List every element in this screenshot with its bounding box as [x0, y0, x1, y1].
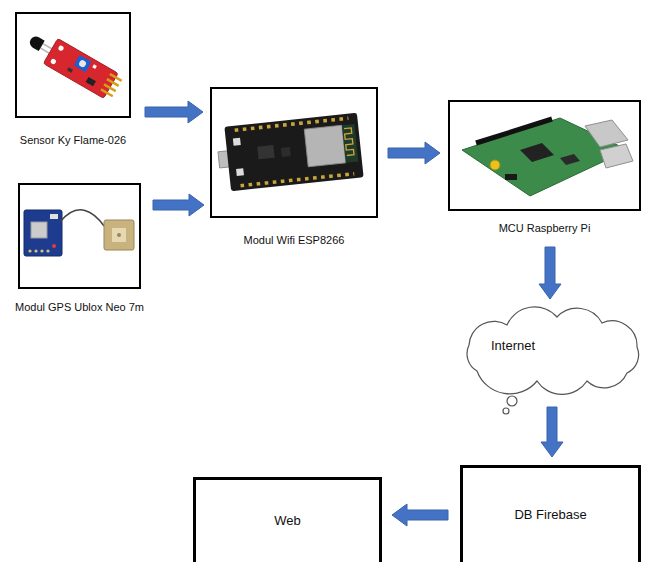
block-arrow — [145, 101, 203, 123]
gps-module-illustration — [24, 210, 134, 256]
sensor-image-box: Sensor Ky Flame-026 — [15, 12, 131, 147]
image-frame — [448, 100, 641, 211]
mcu-image-box: MCU Raspberry Pi — [448, 100, 641, 235]
block-arrow — [539, 247, 561, 299]
image-caption: Modul GPS Ublox Neo 7m — [15, 301, 144, 314]
image-caption: Modul Wifi ESP8266 — [244, 234, 345, 247]
wifi-image-box: Modul Wifi ESP8266 — [210, 87, 378, 247]
block-arrow — [153, 194, 204, 216]
node-label: DB Firebase — [514, 507, 586, 523]
block-arrow — [392, 504, 448, 526]
image-frame — [210, 87, 378, 218]
image-caption: MCU Raspberry Pi — [499, 222, 591, 235]
block-arrow — [541, 407, 563, 457]
cloud-outline — [467, 307, 639, 395]
gps-image-box: Modul GPS Ublox Neo 7m — [14, 183, 145, 314]
node-label: Web — [274, 513, 301, 529]
image-caption: Sensor Ky Flame-026 — [20, 134, 126, 147]
cloud-outline — [447, 307, 652, 395]
image-frame — [15, 12, 131, 118]
raspberry-pi-illustration — [462, 118, 633, 196]
database-box: DB Firebase — [460, 465, 641, 562]
internet-cloud: Internet — [447, 307, 652, 395]
block-arrow — [388, 142, 440, 164]
web-box: Web — [193, 477, 382, 562]
thought-bubble — [507, 396, 517, 406]
image-frame — [18, 183, 141, 289]
node-label: Internet — [491, 338, 535, 354]
flame-sensor-illustration — [23, 27, 124, 102]
thought-bubble — [503, 408, 509, 414]
esp8266-board-illustration — [215, 113, 363, 192]
